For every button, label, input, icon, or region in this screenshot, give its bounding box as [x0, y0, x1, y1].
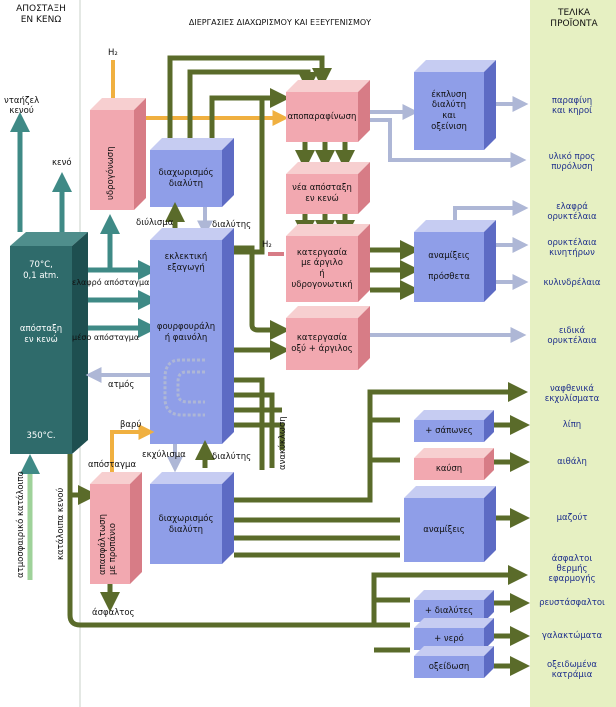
distillate-label: απόσταγμα — [88, 460, 137, 470]
deasphalting-label: απασφάλτωση με προπάνιο — [98, 514, 119, 575]
medium-distillate-label: μέσο απόσταγμα — [72, 333, 140, 342]
product-carbon-black: αιθάλη — [557, 457, 587, 467]
vacuum-residue-label: κατάλοιπα κενού — [56, 487, 66, 560]
vacuum-column — [10, 232, 88, 454]
product-emulsions: γαλακτώματα — [541, 631, 603, 641]
dewaxing-label: αποπαραφίνωση — [287, 111, 357, 122]
blends-label: αναμίξεις — [423, 524, 465, 535]
recycle-label: ανακύκλωση — [278, 416, 288, 470]
furfural-label: φουρφουράλη ή φαινόλη — [156, 322, 216, 343]
new-vacuum-label: νέα απόσταξη εν κενώ — [292, 183, 352, 204]
acid-clay-label: κατεργασία οξύ + άργιλος — [291, 333, 353, 354]
steam-label: ατμός — [108, 380, 135, 390]
solvent-sep-bottom-box — [150, 472, 234, 564]
water-box — [414, 618, 494, 650]
header-processes: ΔΙΕΡΓΑΣΙΕΣ ΔΙΑΧΩΡΙΣΜΟΥ ΚΑΙ ΕΞΕΥΓΕΝΙΣΜΟΥ — [188, 18, 372, 27]
clay-hydro-label: κατεργασία με άργιλο ή υδρογονωτική — [291, 247, 353, 290]
product-light-oils: ελαφρά ορυκτέλαια — [547, 202, 597, 223]
hydrogenation-box — [90, 98, 146, 210]
raffinate-label: διύλισμα — [136, 218, 174, 228]
blends-additives-box — [414, 220, 496, 302]
column-label: απόσταξη εν κενώ — [19, 324, 63, 345]
solvent-label-2: διαλύτης — [212, 452, 252, 462]
light-distillate-label: ελαφρό απόσταγμα — [72, 278, 150, 287]
vacuum-label: κενό — [52, 158, 72, 168]
h2-top-label: H₂ — [108, 48, 118, 58]
product-pyrolysis: υλικό προς πυρόλυση — [548, 152, 596, 173]
solvents-label: + διαλύτες — [424, 605, 474, 616]
header-vacuum: ΑΠΟΣΤΑΞΗ ΕΝ ΚΕΝΩ — [16, 4, 66, 26]
product-oxidized-tars: οξειδωμένα κατράμια — [546, 660, 598, 681]
heavy-label: βαρύ — [120, 420, 142, 430]
new-vacuum-box — [286, 162, 370, 214]
soaps-label: + σάπωνες — [425, 425, 473, 436]
atmospheric-residue-label: ατμοσφαιρικό κατάλοιπο — [16, 471, 26, 578]
header-products: ΤΕΛΙΚΑ ΠΡΟΪΟΝΤΑ — [550, 8, 598, 30]
deasphalting-box — [90, 472, 142, 584]
column-conditions-bottom: 350°C. — [26, 430, 56, 441]
product-hot-asphalts: άσφαλτοι θερμής εφαρμογής — [548, 554, 596, 585]
product-paraffin: παραφίνη και κηροί — [551, 96, 593, 117]
oxidation-box — [414, 646, 494, 678]
product-special-oils: ειδικά ορυκτέλαια — [547, 326, 597, 347]
wash-oxidation-box — [414, 60, 496, 150]
burning-box — [414, 448, 494, 480]
solvent-sep-top-label: διαχωρισμός διαλύτη — [158, 167, 214, 189]
products-band-bg — [530, 0, 616, 707]
extract-label: εκχύλισμα — [142, 450, 186, 460]
hydrogenation-label: υδρογόνωση — [106, 146, 116, 200]
solvent-sep-bottom-label: διαχωρισμός διαλύτη — [158, 514, 214, 535]
solvent-sep-top-box — [150, 138, 234, 207]
product-cylinder-oils: κυλινδρέλαια — [543, 278, 601, 288]
blends-box — [404, 486, 496, 562]
asphalt-label: άσφαλτος — [92, 608, 135, 618]
acid-clay-box — [286, 306, 370, 370]
selective-extraction-label: εκλεκτική εξαγωγή — [164, 252, 208, 273]
burning-label: καύση — [435, 463, 463, 474]
product-fuel-oil: μαζούτ — [556, 513, 588, 523]
product-greases: λίπη — [562, 420, 582, 430]
water-label: + νερό — [434, 633, 464, 644]
product-engine-oils: ορυκτέλαια κινητήρων — [547, 238, 597, 259]
h2-mid-label: H₂ — [262, 240, 272, 250]
solvents-box — [414, 590, 494, 622]
wash-oxidation-label: έκπλυση διαλύτη και οξείνιση — [431, 89, 467, 132]
selective-extraction-box — [150, 228, 234, 444]
solvent-label-1: διαλύτης — [212, 220, 252, 230]
oxidation-label: οξείδωση — [428, 661, 470, 672]
vacuum-gasoil-label: νταήζελ κενού — [4, 96, 40, 117]
product-naphthenic-extracts: ναφθενικά εκχυλίσματα — [544, 384, 600, 405]
soaps-box — [414, 410, 494, 442]
column-conditions-top: 70°C, 0,1 atm. — [23, 260, 59, 281]
dewaxing-box — [286, 80, 370, 142]
product-cutback-asphalts: ρευστάσφαλτοι — [539, 598, 605, 608]
blends-additives-label: αναμίξεις πρόσθετα — [428, 251, 470, 283]
clay-hydro-box — [286, 224, 370, 302]
